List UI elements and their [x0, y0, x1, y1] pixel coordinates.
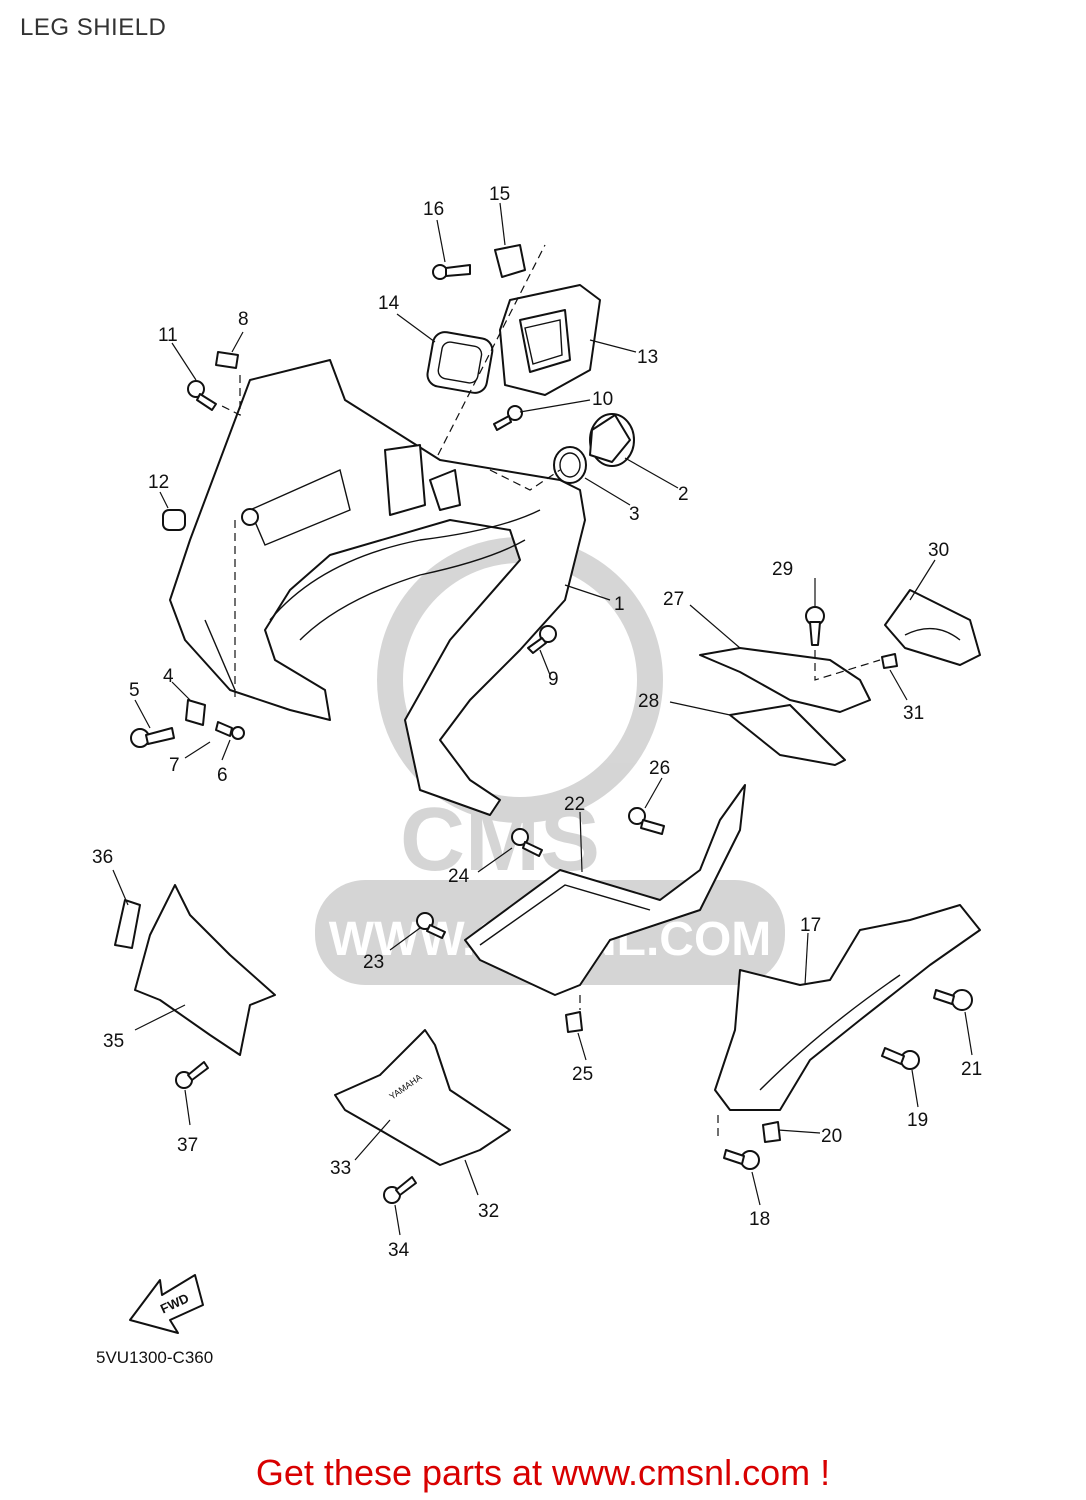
- callout-34: 34: [388, 1240, 410, 1261]
- callout-24: 24: [448, 866, 470, 887]
- callout-8: 8: [238, 309, 249, 330]
- part-1-leg-shield-body: [169, 359, 586, 816]
- callout-6: 6: [217, 765, 228, 786]
- callout-10: 10: [592, 389, 613, 410]
- part-23-screw: [416, 912, 446, 939]
- drawing-code: 5VU1300-C360: [96, 1348, 214, 1367]
- callout-37: 37: [177, 1135, 198, 1156]
- part-35-side-cover: [134, 884, 276, 1056]
- callout-35: 35: [103, 1031, 124, 1052]
- callout-33: 33: [330, 1158, 351, 1179]
- part-30-box: [884, 589, 981, 666]
- callout-15: 15: [489, 184, 510, 205]
- callout-21: 21: [961, 1059, 982, 1080]
- part-32-lower-cover: [334, 1029, 511, 1166]
- part-18-screw: [723, 1149, 760, 1170]
- part-6-screw: [215, 721, 245, 740]
- part-21-bolt: [933, 989, 973, 1011]
- callout-29: 29: [772, 559, 793, 580]
- part-26-bolt: [628, 807, 665, 835]
- page-title: LEG SHIELD: [20, 14, 167, 41]
- part-28-pad: [729, 704, 846, 766]
- callout-22: 22: [564, 794, 585, 815]
- assembly-line-2: [489, 469, 561, 491]
- part-11-screw: [187, 380, 217, 411]
- part-5-screw: [130, 727, 175, 748]
- callout-9: 9: [548, 669, 559, 690]
- part-19-screw: [881, 1047, 920, 1070]
- callout-numbers: 1 2 3 4 5 6 7 8 9 10 11 12 13 14 15 16 1…: [92, 184, 982, 1261]
- part-15-clip: [494, 244, 526, 278]
- assembly-line-15: [437, 244, 546, 456]
- part-3-ring: [553, 446, 587, 484]
- callout-19: 19: [907, 1110, 928, 1131]
- leader-lines: [112, 202, 973, 1236]
- part-14-seal: [426, 331, 494, 394]
- promo-banner: Get these parts at www.cmsnl.com !: [0, 1452, 1086, 1494]
- part-25-nut: [565, 1011, 583, 1033]
- part-9-screw: [527, 625, 557, 654]
- callout-25: 25: [572, 1064, 593, 1085]
- callout-13: 13: [637, 347, 658, 368]
- callout-16: 16: [423, 199, 444, 220]
- promo-link[interactable]: Get these parts at www.cmsnl.com !: [255, 1452, 831, 1493]
- callout-28: 28: [638, 691, 659, 712]
- callout-36: 36: [92, 847, 113, 868]
- callout-23: 23: [363, 952, 384, 973]
- callout-5: 5: [129, 680, 140, 701]
- part-34-screw: [383, 1176, 417, 1204]
- forward-arrow: FWD: [129, 1274, 204, 1334]
- callout-17: 17: [800, 915, 821, 936]
- part-36-label: [114, 899, 141, 949]
- callout-18: 18: [749, 1209, 770, 1230]
- callout-31: 31: [903, 703, 924, 724]
- part-4-bracket: [185, 699, 206, 726]
- callout-7: 7: [169, 755, 180, 776]
- part-22-lower-frame: [464, 784, 746, 996]
- part-16-screw: [432, 264, 471, 280]
- part-31-clip: [881, 653, 898, 669]
- part-12-grommet: [162, 509, 186, 531]
- callout-12: 12: [148, 472, 169, 493]
- callout-14: 14: [378, 293, 400, 314]
- part-13-inner-panel: [499, 284, 601, 396]
- callout-4: 4: [163, 666, 174, 687]
- callout-3: 3: [629, 504, 640, 525]
- callout-1: 1: [614, 594, 625, 615]
- part-27-cover: [699, 647, 871, 713]
- part-29-screw: [805, 606, 825, 646]
- assembly-line-11: [219, 375, 241, 416]
- callout-26: 26: [649, 758, 670, 779]
- part-17-side-cover: [714, 904, 981, 1111]
- part-2-socket: [589, 413, 635, 467]
- part-37-screw: [175, 1061, 209, 1089]
- part-10-screw: [493, 405, 523, 431]
- callout-11: 11: [158, 325, 178, 346]
- callout-30: 30: [928, 540, 949, 561]
- callout-27: 27: [663, 589, 684, 610]
- assembly-line-29: [814, 650, 881, 681]
- part-20-nut: [762, 1121, 781, 1143]
- part-24-screw: [511, 828, 543, 857]
- callout-2: 2: [678, 484, 689, 505]
- callout-20: 20: [821, 1126, 842, 1147]
- callout-32: 32: [478, 1201, 499, 1222]
- part-8-clip: [215, 351, 239, 369]
